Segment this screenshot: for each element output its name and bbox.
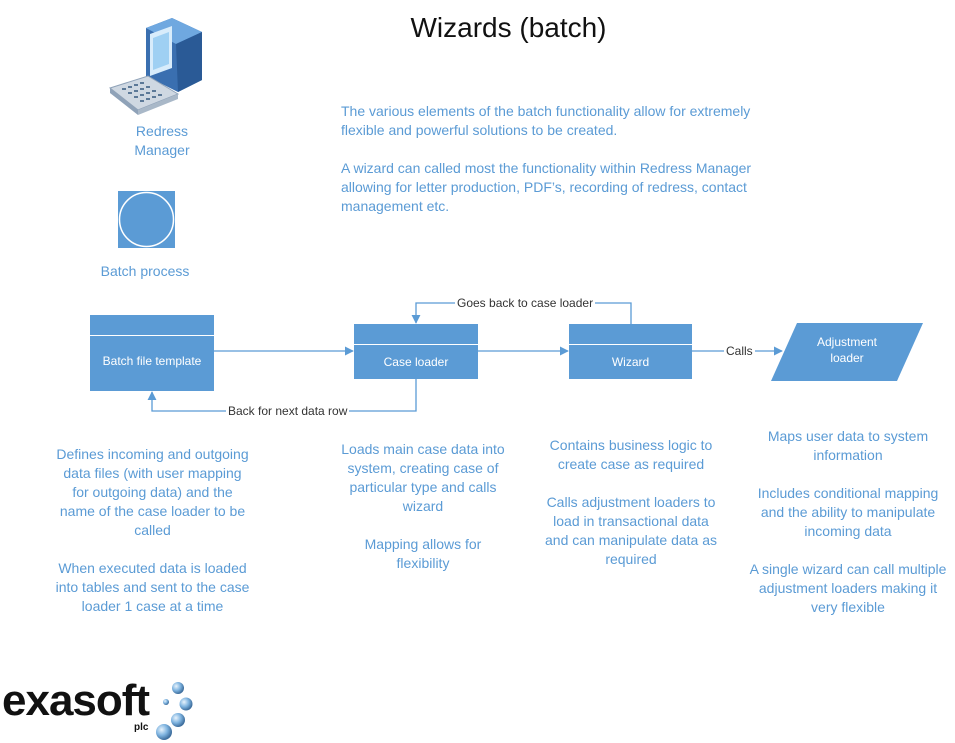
- node-divider: [569, 344, 692, 345]
- node-wizard: Wizard: [569, 324, 692, 379]
- desc-batch-file-template: Defines incoming and outgoing data files…: [55, 445, 250, 635]
- edge-label-goes-back: Goes back to case loader: [455, 296, 596, 310]
- node-divider: [354, 344, 478, 345]
- node-divider: [90, 335, 214, 336]
- node-case-loader: Case loader: [354, 324, 478, 379]
- logo-bubbles-icon: [156, 682, 193, 740]
- node-case-loader-label: Case loader: [383, 354, 449, 369]
- page-title: Wizards (batch): [410, 12, 607, 43]
- desc-wizard-p2: Calls adjustment loaders to load in tran…: [545, 494, 718, 567]
- logo-sub: plc: [134, 722, 149, 733]
- intro-text: The various elements of the batch functi…: [341, 102, 791, 235]
- desc-adj-p3: A single wizard can call multiple adjust…: [749, 561, 947, 615]
- computer-icon: [108, 18, 202, 115]
- node-adjustment-loader: Adjustment loader: [771, 334, 923, 366]
- node-adjustment-loader-line2: loader: [830, 351, 864, 365]
- desc-adj-p2: Includes conditional mapping and the abi…: [757, 485, 939, 539]
- edge-label-calls: Calls: [724, 344, 755, 358]
- batch-process-icon: [118, 191, 175, 248]
- computer-label-line2: Manager: [134, 142, 190, 158]
- node-batch-file-template-label: Batch file template: [102, 354, 202, 368]
- desc-batch-p2: When executed data is loaded into tables…: [55, 560, 250, 614]
- batch-process-label: Batch process: [100, 263, 190, 279]
- intro-paragraph-2: A wizard can called most the functionali…: [341, 160, 752, 214]
- desc-case-p2: Mapping allows for flexibility: [364, 536, 482, 571]
- desc-adj-p1: Maps user data to system information: [767, 428, 929, 463]
- intro-paragraph-1: The various elements of the batch functi…: [341, 103, 751, 138]
- node-adjustment-loader-shape: [771, 323, 923, 381]
- logo-word: exasoft: [2, 676, 150, 725]
- desc-batch-p1: Defines incoming and outgoing data files…: [56, 446, 249, 538]
- desc-case-loader: Loads main case data into system, creati…: [340, 440, 506, 592]
- desc-wizard: Contains business logic to create case a…: [545, 436, 717, 588]
- node-wizard-label: Wizard: [611, 354, 650, 369]
- desc-case-p1: Loads main case data into system, creati…: [341, 441, 505, 514]
- node-batch-file-template: Batch file template: [90, 315, 214, 391]
- edge-label-back-next-row: Back for next data row: [226, 404, 350, 418]
- desc-adjustment-loader: Maps user data to system information Inc…: [748, 427, 948, 636]
- computer-label: Redress Manager: [110, 122, 214, 160]
- computer-label-line1: Redress: [135, 123, 189, 139]
- node-adjustment-loader-line1: Adjustment: [816, 335, 878, 349]
- desc-wizard-p1: Contains business logic to create case a…: [549, 437, 713, 472]
- exasoft-logo: exasoft plc: [2, 676, 202, 742]
